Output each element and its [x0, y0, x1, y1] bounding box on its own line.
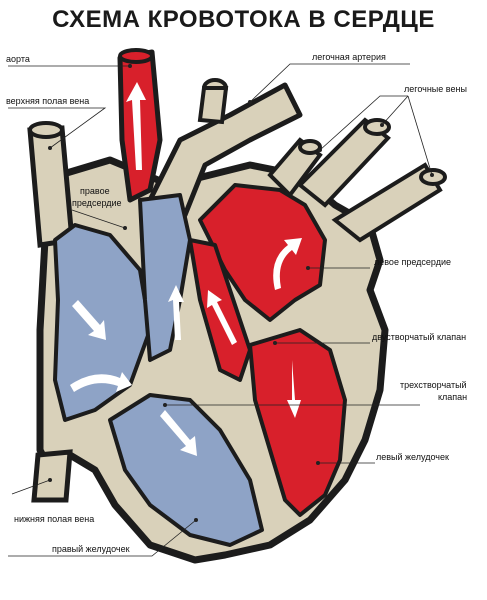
label-tricuspid-valve-line1: трехстворчатый — [400, 380, 467, 390]
arrow-left-atrium — [273, 238, 302, 290]
arrow-aorta-channel — [207, 290, 237, 345]
arrow-right-ventricle — [160, 410, 197, 456]
pulmonary-vein-2 — [297, 117, 391, 208]
inferior-vena-cava — [31, 449, 73, 503]
pulmonary-vein-opening-1 — [363, 118, 391, 136]
pulmonary-vein-opening-2 — [419, 168, 447, 186]
label-pulmonary-artery: легочная артерия — [312, 52, 386, 62]
label-right-atrium-line2: предсердие — [72, 198, 122, 208]
aorta-arch — [147, 82, 303, 218]
arrow-left-ventricle — [287, 360, 301, 418]
label-tricuspid-valve-line2: клапан — [438, 392, 467, 402]
flow-arrows — [70, 82, 302, 456]
diagram-title: СХЕМА КРОВОТОКА В СЕРДЦЕ — [52, 6, 435, 33]
pulmonary-artery-opening — [118, 48, 154, 64]
label-right-ventricle: правый желудочек — [52, 544, 130, 554]
label-inferior-vena-cava: нижняя полая вена — [14, 514, 94, 524]
pulmonary-vein-opening-3 — [298, 139, 322, 155]
label-left-ventricle: левый желудочек — [376, 452, 449, 462]
aorta-branch-trunk — [197, 86, 229, 125]
arrow-right-atrium-2 — [70, 372, 132, 392]
arrow-pulmonary-trunk — [168, 285, 184, 340]
right-ventricle-chamber — [108, 393, 264, 547]
label-aorta: аорта — [6, 54, 30, 64]
arrow-pulmonary-artery — [126, 82, 146, 170]
leader-lines — [8, 63, 434, 557]
pulmonary-vein-3 — [331, 162, 443, 243]
label-superior-vena-cava: верхняя полая вена — [6, 96, 89, 106]
superior-vena-cava — [27, 125, 75, 248]
label-right-atrium-line1: правое — [80, 186, 110, 196]
superior-vena-cava-opening — [28, 121, 64, 139]
label-pulmonary-veins: легочные вены — [404, 84, 467, 94]
label-left-atrium: левое предсердие — [374, 257, 451, 267]
left-atrium-chamber — [198, 183, 327, 322]
label-mitral-valve: двустворчатый клапан — [372, 332, 466, 342]
arrow-right-atrium — [72, 300, 106, 340]
